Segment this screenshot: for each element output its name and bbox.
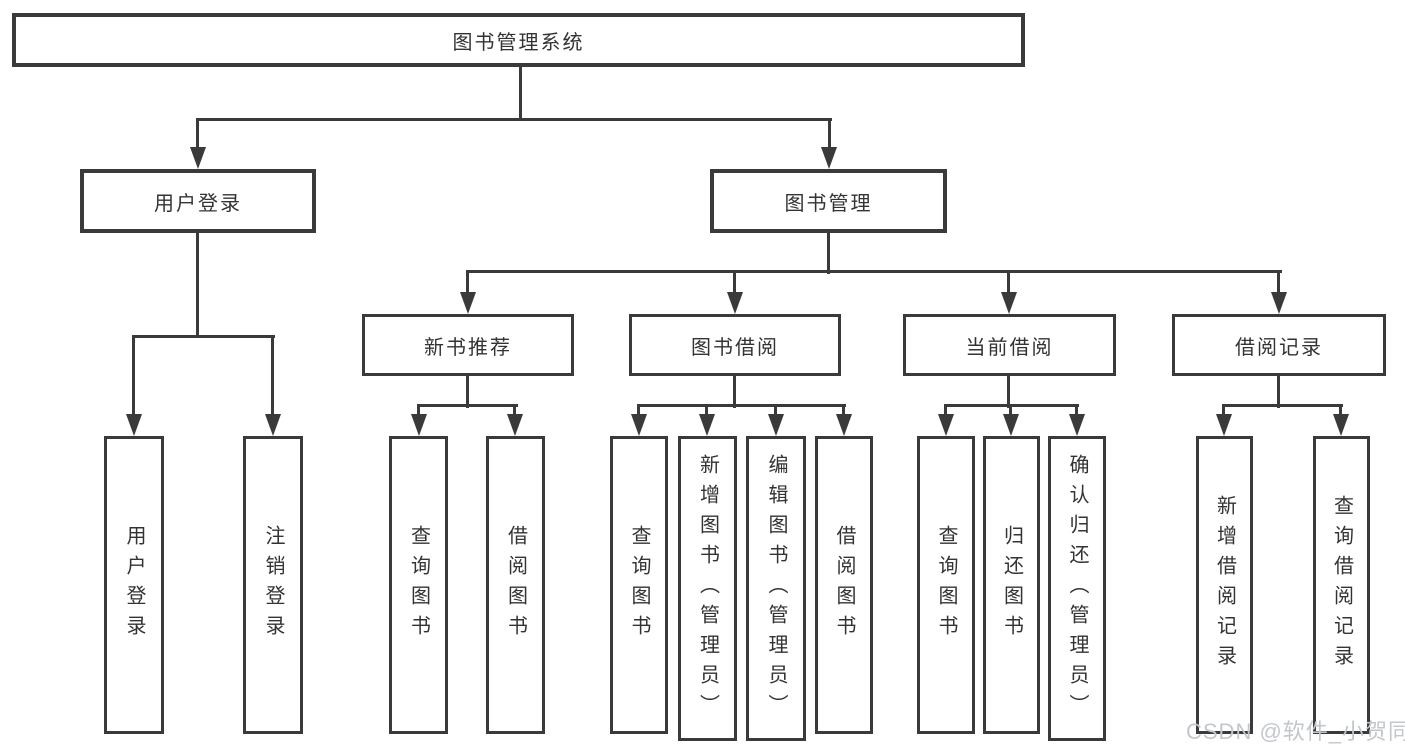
connector-user-login-stem <box>196 233 199 338</box>
connector-book-management-stem <box>827 233 830 274</box>
arrowhead-icon <box>727 292 743 314</box>
leaf-user-login: 用户登录 <box>104 436 164 734</box>
node-book-management-label: 图书管理 <box>784 192 873 215</box>
leaf-confirm-return-admin-label: 确认归还（管理员） <box>1066 453 1088 724</box>
connector-drop <box>1009 404 1012 418</box>
arrowhead-icon <box>411 414 427 436</box>
arrowhead-icon <box>1069 414 1085 436</box>
leaf-edit-books-admin: 编辑图书（管理员） <box>746 436 806 741</box>
leaf-add-borrow-record: 新增借阅记录 <box>1196 436 1253 734</box>
connector-drop-book-borrow <box>733 270 736 296</box>
arrowhead-icon <box>265 414 281 436</box>
node-user-login-label: 用户登录 <box>154 192 242 215</box>
node-borrow-records-label: 借阅记录 <box>1235 336 1323 359</box>
connector-drop-leaf-user-login <box>132 335 135 420</box>
leaf-add-books-admin: 新增图书（管理员） <box>678 436 737 741</box>
connector-drop <box>842 404 845 418</box>
connector-book-borrow-stem <box>733 376 736 408</box>
leaf-borrow-books-label: 借阅图书 <box>833 525 855 645</box>
node-book-management: 图书管理 <box>710 169 947 233</box>
arrowhead-icon <box>768 414 784 436</box>
connector-drop-leaf-logout <box>271 335 274 420</box>
node-current-borrow-label: 当前借阅 <box>965 336 1054 359</box>
leaf-user-login-label: 用户登录 <box>123 525 145 645</box>
leaf-query-books-current-label: 查询图书 <box>935 525 957 645</box>
leaf-query-books-current: 查询图书 <box>917 436 975 734</box>
leaf-add-borrow-record-label: 新增借阅记录 <box>1213 495 1236 675</box>
leaf-query-borrow-record: 查询借阅记录 <box>1313 436 1370 734</box>
arrowhead-icon <box>836 414 852 436</box>
node-book-borrow: 图书借阅 <box>629 314 841 376</box>
leaf-query-books-borrow: 查询图书 <box>610 436 668 734</box>
connector-drop <box>944 404 947 418</box>
arrowhead-icon <box>699 414 715 436</box>
arrowhead-icon <box>1333 414 1349 436</box>
arrowhead-icon <box>938 414 954 436</box>
connector-drop <box>513 404 516 418</box>
node-new-book-recommend-label: 新书推荐 <box>424 336 512 359</box>
leaf-borrow-books-recommend-label: 借阅图书 <box>504 525 527 645</box>
connector-book-management-splitter <box>466 270 1282 273</box>
connector-drop <box>417 404 420 418</box>
connector-drop-book-management <box>828 118 831 150</box>
leaf-return-books-label: 归还图书 <box>1000 525 1023 645</box>
leaf-query-borrow-record-label: 查询借阅记录 <box>1330 495 1353 675</box>
leaf-edit-books-admin-label: 编辑图书（管理员） <box>765 453 787 724</box>
connector-root-splitter <box>196 118 832 121</box>
connector-new-book-splitter <box>417 404 518 407</box>
leaf-logout-label: 注销登录 <box>262 525 284 645</box>
arrowhead-icon <box>1001 292 1017 314</box>
connector-new-book-stem <box>466 376 469 408</box>
leaf-borrow-books-recommend: 借阅图书 <box>486 436 545 734</box>
node-new-book-recommend: 新书推荐 <box>362 314 574 376</box>
arrowhead-icon <box>126 414 142 436</box>
arrowhead-icon <box>190 147 206 169</box>
leaf-query-books-borrow-label: 查询图书 <box>628 525 650 645</box>
connector-current-borrow-stem <box>1007 376 1010 408</box>
arrowhead-icon <box>507 414 523 436</box>
leaf-borrow-books: 借阅图书 <box>815 436 873 734</box>
connector-drop <box>774 404 777 418</box>
connector-drop <box>705 404 708 418</box>
node-borrow-records: 借阅记录 <box>1172 314 1386 376</box>
leaf-logout: 注销登录 <box>243 436 303 734</box>
connector-user-login-splitter <box>132 335 275 338</box>
node-root: 图书管理系统 <box>12 13 1025 67</box>
node-book-borrow-label: 图书借阅 <box>691 336 779 359</box>
connector-drop-current-borrow <box>1007 270 1010 296</box>
connector-drop <box>1222 404 1225 418</box>
node-user-login: 用户登录 <box>80 169 316 233</box>
connector-drop-new-book <box>466 270 469 296</box>
connector-drop <box>1075 404 1078 418</box>
connector-borrow-records-splitter <box>1222 404 1343 407</box>
leaf-query-books-recommend: 查询图书 <box>389 436 448 734</box>
connector-drop <box>1339 404 1342 418</box>
leaf-return-books: 归还图书 <box>983 436 1040 734</box>
connector-drop-user-login <box>196 118 199 150</box>
arrowhead-icon <box>1003 414 1019 436</box>
connector-borrow-records-stem <box>1277 376 1280 408</box>
connector-drop <box>637 404 640 418</box>
connector-book-borrow-splitter <box>637 404 846 407</box>
arrowhead-icon <box>460 292 476 314</box>
arrowhead-icon <box>631 414 647 436</box>
arrowhead-icon <box>1271 292 1287 314</box>
node-root-label: 图书管理系统 <box>452 31 585 54</box>
connector-drop-borrow-records <box>1277 270 1280 296</box>
leaf-query-books-recommend-label: 查询图书 <box>407 525 430 645</box>
arrowhead-icon <box>821 147 837 169</box>
leaf-add-books-admin-label: 新增图书（管理员） <box>696 453 719 724</box>
node-current-borrow: 当前借阅 <box>903 314 1116 376</box>
arrowhead-icon <box>1216 414 1232 436</box>
connector-root-stem <box>519 67 522 119</box>
leaf-confirm-return-admin: 确认归还（管理员） <box>1048 436 1106 741</box>
watermark: CSDN @软件_小贺同学 <box>1186 719 1405 744</box>
